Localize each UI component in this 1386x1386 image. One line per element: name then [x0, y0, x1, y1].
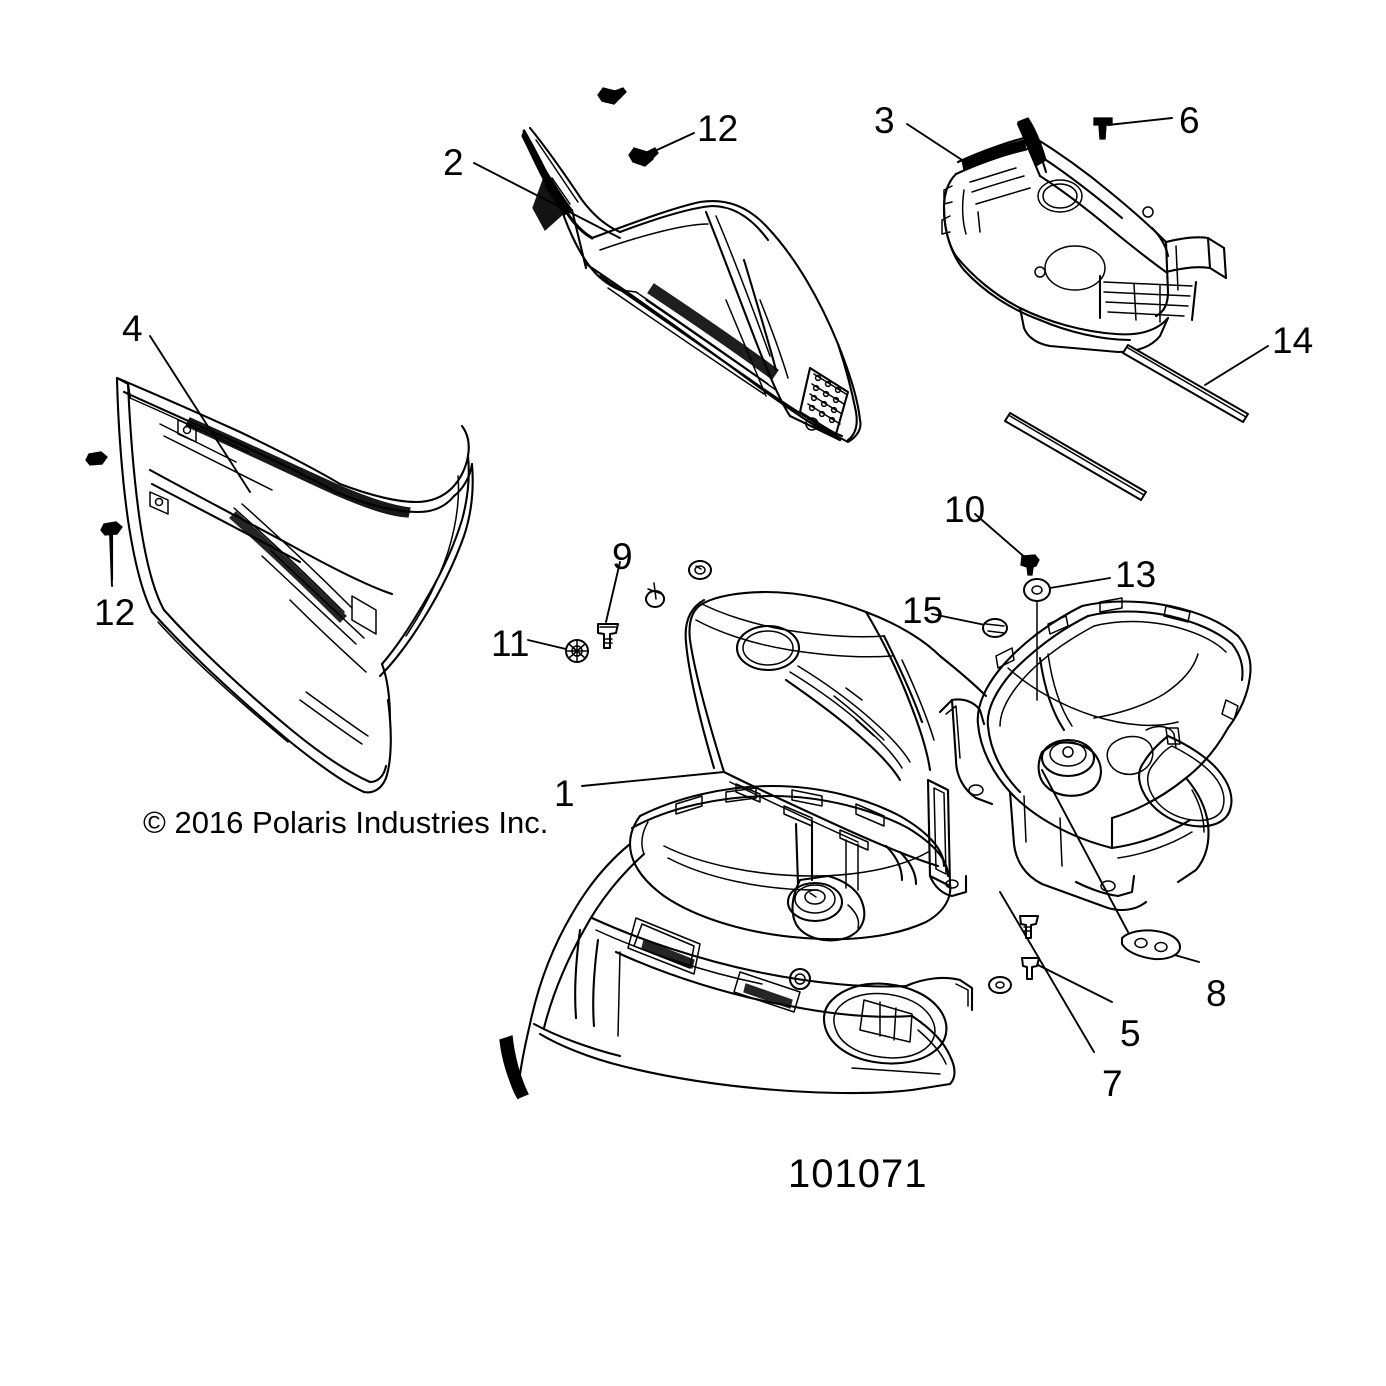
callout-1[interactable]: 1 — [554, 773, 575, 814]
screw-upper-right — [1093, 117, 1113, 140]
callout-8[interactable]: 8 — [1206, 973, 1227, 1014]
callout-4[interactable]: 4 — [122, 308, 143, 349]
screw-lower-second — [1021, 957, 1040, 980]
right-storage-box-panel — [938, 597, 1252, 912]
callout-14[interactable]: 14 — [1272, 320, 1314, 361]
left-door-panel — [115, 376, 474, 794]
callout-12-left[interactable]: 12 — [94, 592, 136, 633]
callout-5[interactable]: 5 — [1120, 1013, 1141, 1054]
nut-hood — [565, 639, 589, 663]
push-rivet-left — [85, 451, 123, 582]
callout-2[interactable]: 2 — [443, 142, 464, 183]
callout-12-upper[interactable]: 12 — [697, 108, 739, 149]
screw-hood — [597, 623, 619, 649]
callout-3[interactable]: 3 — [874, 100, 895, 141]
double-hole-plate — [1121, 929, 1181, 961]
hood-loose-fasteners — [645, 560, 712, 608]
callout-9[interactable]: 9 — [612, 536, 633, 577]
vent-grille — [798, 366, 850, 436]
callout-10[interactable]: 10 — [944, 489, 986, 530]
washer-lower — [988, 976, 1012, 994]
callout-7[interactable]: 7 — [1102, 1063, 1123, 1104]
leader-lines — [109, 117, 1269, 1053]
callout-6[interactable]: 6 — [1179, 100, 1200, 141]
center-console-dash — [941, 117, 1228, 354]
front-cab-hood — [499, 590, 988, 1100]
callout-15[interactable]: 15 — [902, 590, 944, 631]
screw-lower — [1019, 915, 1039, 939]
push-rivet-upper — [597, 87, 659, 167]
screw-storage — [1020, 554, 1040, 576]
front-left-side-panel — [521, 126, 862, 444]
grommet — [982, 618, 1008, 638]
callout-13[interactable]: 13 — [1115, 554, 1157, 595]
trim-rod — [1004, 344, 1249, 501]
callout-11[interactable]: 11 — [491, 623, 530, 664]
washer-storage — [1023, 578, 1051, 701]
